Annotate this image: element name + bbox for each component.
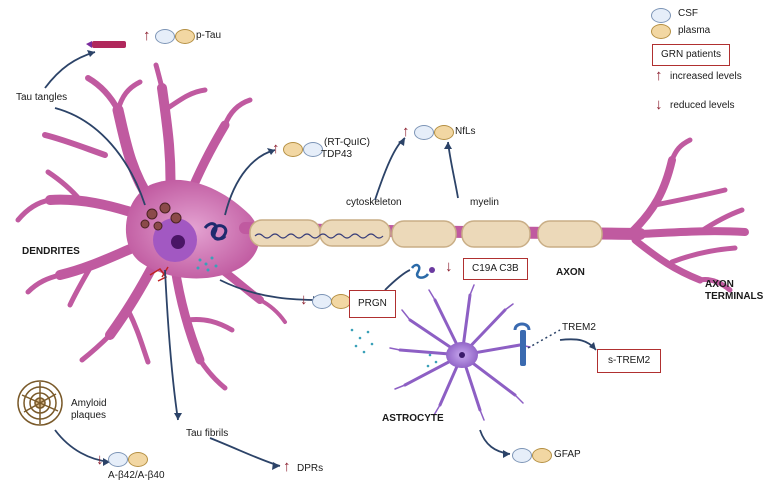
myelin-label: myelin (470, 197, 499, 208)
csf-marker (155, 29, 175, 44)
plasma-marker (175, 29, 195, 44)
axon-label: AXON (556, 267, 585, 278)
plasma-marker (283, 142, 303, 157)
p-tau-label: p-Tau (196, 30, 222, 41)
down-arrow-icon: ↓ (96, 451, 104, 468)
legend-csf-swatch (651, 8, 671, 23)
axon-terminals (626, 137, 749, 293)
dendrites-label: DENDRITES (22, 246, 80, 257)
cytoskeleton-filament (254, 233, 384, 239)
c19a-c3b-box: C19A C3B (463, 258, 528, 280)
protein-coil-icon (410, 263, 430, 279)
tdp43-label: TDP43 (321, 149, 353, 160)
legend-grn-patients-box: GRN patients (652, 44, 731, 66)
plasma-marker (331, 294, 351, 309)
amyloid-label-1: Amyloid (71, 398, 107, 409)
trem2-label: TREM2 (562, 322, 596, 333)
legend-plasma-label: plasma (678, 25, 711, 36)
up-arrow-icon: ↑ (402, 123, 410, 140)
up-arrow-icon: ↑ (283, 458, 291, 475)
legend-plasma-swatch (651, 24, 671, 39)
myelin-sheaths (249, 219, 603, 248)
down-arrow-icon: ↓ (445, 258, 453, 275)
abeta-ratio-label: A-β42/A-β40 (108, 470, 165, 481)
tau-tangle-blobs (140, 202, 182, 231)
legend-reduced-label: reduced levels (670, 100, 735, 111)
up-arrow-icon: ↑ (655, 67, 663, 84)
axon-terminals-label-1: AXON (705, 279, 734, 290)
nfls-label: NfLs (455, 126, 476, 137)
legend-increased-label: increased levels (670, 71, 742, 82)
tau-tangles-label: Tau tangles (16, 92, 68, 103)
connector-arrows (44, 51, 597, 467)
down-arrow-icon: ↓ (300, 291, 308, 308)
legend-csf-label: CSF (678, 8, 698, 19)
astrocyte-particles (350, 328, 438, 368)
csf-marker (312, 294, 332, 309)
prgn-box: PRGN (349, 290, 396, 318)
plasma-marker (434, 125, 454, 140)
soma-particles (196, 256, 218, 272)
plasma-marker (128, 452, 148, 467)
axon-terminals-label-2: TERMINALS (705, 291, 764, 302)
csf-marker (414, 125, 434, 140)
astrocyte-label: ASTROCYTE (382, 413, 444, 424)
cytoskeleton-label: cytoskeleton (346, 197, 402, 208)
tau-fibrils-label: Tau fibrils (186, 428, 229, 439)
dprs-label: DPRs (297, 463, 324, 474)
amyloid-plaque-icon (17, 380, 63, 426)
tau-protein-icon (86, 41, 126, 48)
trem2-receptor-icon (513, 322, 531, 366)
dna-coil-icon (203, 222, 228, 241)
rt-quic-label: (RT-QuIC) (324, 137, 370, 148)
gfap-label: GFAP (554, 449, 581, 460)
s-trem2-box: s-TREM2 (597, 349, 662, 373)
up-arrow-icon: ↑ (143, 27, 151, 44)
csf-marker (303, 142, 323, 157)
csf-marker (108, 452, 128, 467)
down-arrow-icon: ↓ (655, 96, 663, 113)
amyloid-label-2: plaques (71, 410, 107, 421)
csf-marker (512, 448, 532, 463)
up-arrow-icon: ↑ (272, 140, 280, 157)
plasma-marker (532, 448, 552, 463)
dendrites (15, 62, 287, 391)
